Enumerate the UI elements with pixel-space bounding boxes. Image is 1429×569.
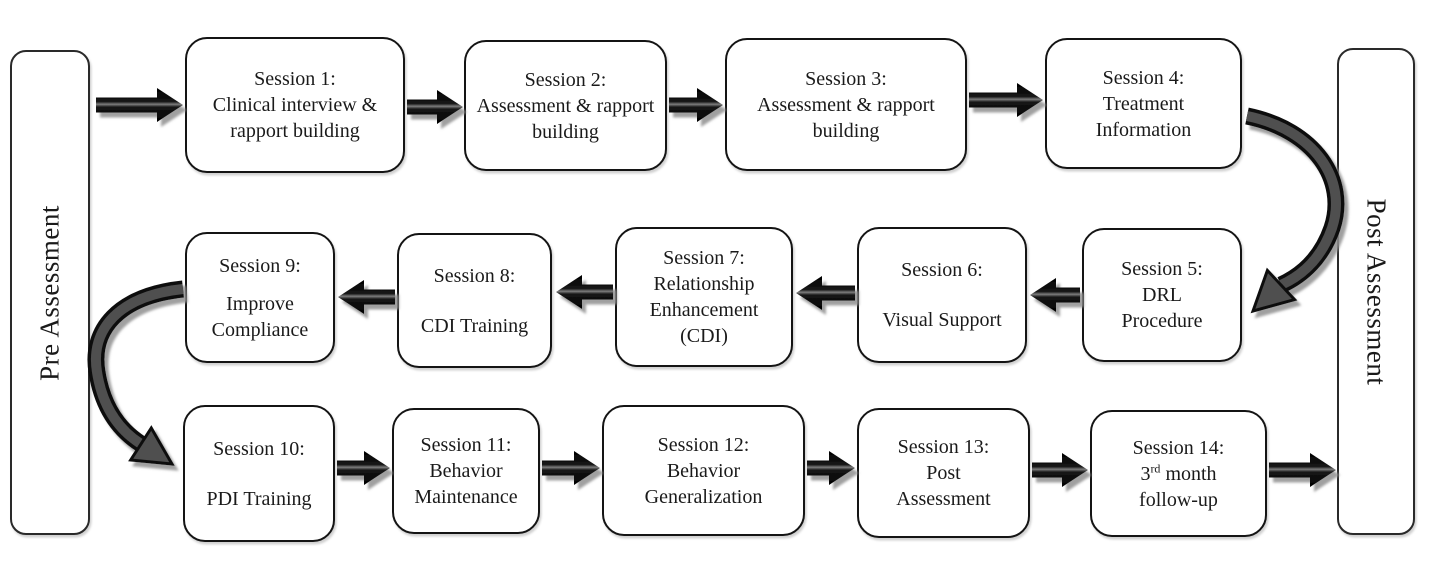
session-3-box: Session 3: Assessment & rapport building xyxy=(725,38,967,171)
session-6-title: Session 6: xyxy=(901,259,983,281)
session-4-line: Information xyxy=(1095,118,1192,141)
post-assessment-box: Post Assessment xyxy=(1337,48,1415,535)
arrow-s10-to-s11 xyxy=(337,451,390,485)
session-13-line: Assessment xyxy=(896,488,991,510)
session-14-line: follow-up xyxy=(1139,488,1218,511)
session-9-line: Improve xyxy=(226,292,294,315)
session-3-line: Assessment & rapport xyxy=(757,93,935,116)
session-4-title: Session 4: xyxy=(1102,66,1185,89)
session-14-box: Session 14: 3rd month follow-up xyxy=(1090,410,1267,537)
session-8-box: Session 8: CDI Training xyxy=(397,233,552,368)
session-11-box: Session 11: Behavior Maintenance xyxy=(392,408,540,534)
session-12-title: Session 12: xyxy=(657,433,750,456)
arrow-s3-to-s4 xyxy=(969,83,1043,117)
session-1-line: Clinical interview & xyxy=(212,94,378,116)
session-2-line: building xyxy=(532,120,599,143)
session-8-line: CDI Training xyxy=(420,314,529,337)
arrow-s14-to-post xyxy=(1269,453,1336,487)
session-3-title: Session 3: xyxy=(805,67,887,90)
session-4-box: Session 4: Treatment Information xyxy=(1045,38,1242,169)
arrow-s12-to-s13 xyxy=(807,451,855,485)
session-13-title: Session 13: xyxy=(897,436,990,458)
session-12-line: Behavior xyxy=(666,459,741,482)
session-5-line: DRL xyxy=(1142,284,1182,306)
session-6-box: Session 6: Visual Support xyxy=(857,227,1027,363)
session-11-line: Maintenance xyxy=(414,486,518,508)
session-3-line: building xyxy=(812,119,880,142)
session-4-line: Treatment xyxy=(1102,92,1185,115)
arrow-pre-to-s1 xyxy=(96,88,183,122)
session-12-line: Generalization xyxy=(644,485,763,508)
curved-arrow-s4-to-s5 xyxy=(1245,107,1345,314)
session-11-line: Behavior xyxy=(429,460,503,482)
session-13-line: Post xyxy=(926,462,961,484)
arrow-s7-to-s8 xyxy=(556,275,613,309)
session-1-title: Session 1: xyxy=(254,68,336,90)
session-1-line: rapport building xyxy=(230,120,360,142)
session-1-box: Session 1: Clinical interview & rapport … xyxy=(185,37,405,173)
session-7-title: Session 7: xyxy=(663,247,745,269)
session-5-line: Procedure xyxy=(1121,310,1203,332)
session-10-title: Session 10: xyxy=(213,437,305,460)
session-5-title: Session 5: xyxy=(1121,258,1203,280)
session-14-title: Session 14: xyxy=(1132,436,1225,459)
arrow-s2-to-s3 xyxy=(669,88,723,122)
session-12-box: Session 12: Behavior Generalization xyxy=(602,405,805,536)
session-7-line: (CDI) xyxy=(680,325,728,347)
session-9-line: Compliance xyxy=(211,318,309,341)
session-7-line: Relationship xyxy=(653,273,755,295)
arrow-s6-to-s7 xyxy=(796,276,855,310)
session-5-box: Session 5: DRL Procedure xyxy=(1082,228,1242,362)
session-7-line: Enhancement xyxy=(649,299,759,321)
post-assessment-label: Post Assessment xyxy=(1361,198,1392,385)
session-8-title: Session 8: xyxy=(433,264,516,287)
curved-arrow-s9-to-s10 xyxy=(87,280,185,466)
session-2-line: Assessment & rapport xyxy=(476,94,655,117)
session-9-box: Session 9: Improve Compliance xyxy=(185,232,335,363)
session-2-box: Session 2: Assessment & rapport building xyxy=(464,40,667,171)
session-10-box: Session 10: PDI Training xyxy=(183,405,335,542)
session-2-title: Session 2: xyxy=(524,68,607,91)
arrow-s11-to-s12 xyxy=(542,451,600,485)
session-13-box: Session 13: Post Assessment xyxy=(857,408,1030,538)
pre-assessment-box: Pre Assessment xyxy=(10,50,90,535)
arrow-s13-to-s14 xyxy=(1032,453,1088,487)
ordinal-superscript: rd xyxy=(1150,460,1161,475)
session-6-line: Visual Support xyxy=(882,309,1002,331)
session-11-title: Session 11: xyxy=(420,434,512,456)
session-7-box: Session 7: Relationship Enhancement (CDI… xyxy=(615,227,793,367)
arrow-s5-to-s6 xyxy=(1030,278,1080,312)
session-9-title: Session 9: xyxy=(219,254,301,277)
pre-assessment-label: Pre Assessment xyxy=(34,204,65,381)
arrow-s1-to-s2 xyxy=(407,90,463,124)
session-14-line: 3rd month xyxy=(1140,460,1217,485)
session-10-line: PDI Training xyxy=(206,487,312,510)
arrow-s8-to-s9 xyxy=(338,280,395,314)
